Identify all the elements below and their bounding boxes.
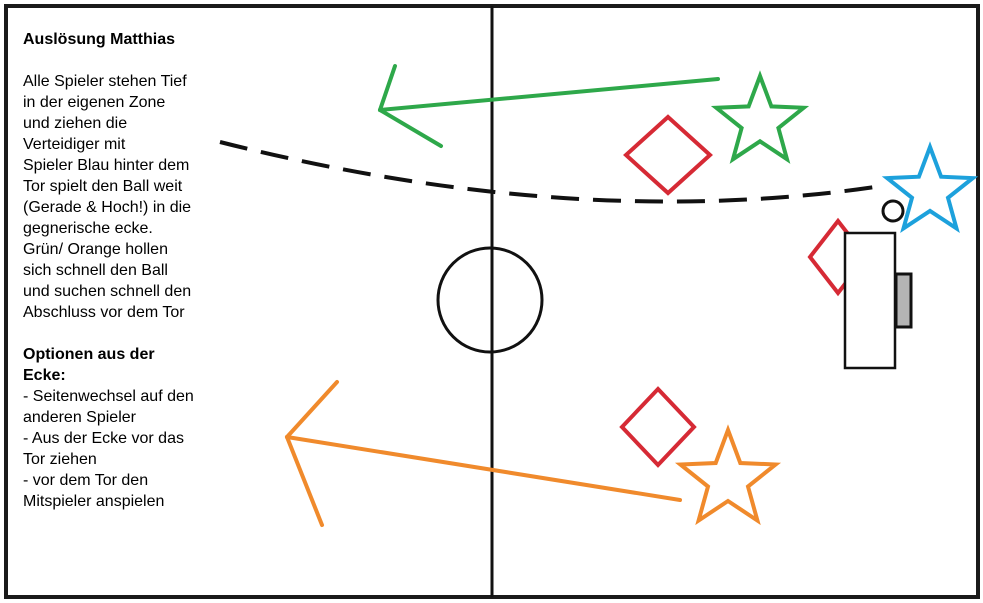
text-line: Spieler Blau hinter dem [23,157,190,174]
play-notes: Auslösung Matthias Alle Spieler stehen T… [23,29,233,512]
play-title: Auslösung Matthias [23,31,176,48]
goal [843,231,897,370]
options-list: - Seitenwechsel auf den anderen Spieler - … [23,386,233,512]
text-line: Optionen aus der [23,346,155,363]
text-line: sich schnell den Ball [23,262,168,279]
text-line: und suchen schnell den [23,283,192,300]
text-line: Verteidiger mit [23,136,126,153]
text-line: gegnerische ecke. [23,220,153,237]
center-circle [436,246,544,354]
text-line: Ecke: [23,367,66,384]
ball [881,199,905,223]
text-line: Mitspieler anspielen [23,493,165,510]
text-line: und ziehen die [23,115,128,132]
text-line: Abschluss vor dem Tor [23,304,185,321]
green-run-arrow [378,64,720,148]
green-player-star [710,70,810,164]
text-line: (Gerade & Hoch!) in die [23,199,192,216]
orange-run-arrow [285,380,682,527]
text-line: - Seitenwechsel auf den [23,388,194,405]
orange-player-star [674,424,782,526]
pass-trajectory [219,140,876,204]
text-line: Tor ziehen [23,451,97,468]
text-line: Tor spielt den Ball weit [23,178,183,195]
text-line: - Aus der Ecke vor das [23,430,184,447]
defender-diamond [619,386,697,468]
text-line: Grün/ Orange hollen [23,241,168,258]
text-line: in der eigenen Zone [23,94,166,111]
text-line: anderen Spieler [23,409,136,426]
goal-net [894,272,913,329]
text-line: - vor dem Tor den [23,472,149,489]
blue-player-star [881,141,979,234]
description: Alle Spieler stehen Tief in der eigenen Z… [23,71,233,323]
text-line: Alle Spieler stehen Tief [23,73,187,90]
defender-diamond [623,114,713,196]
